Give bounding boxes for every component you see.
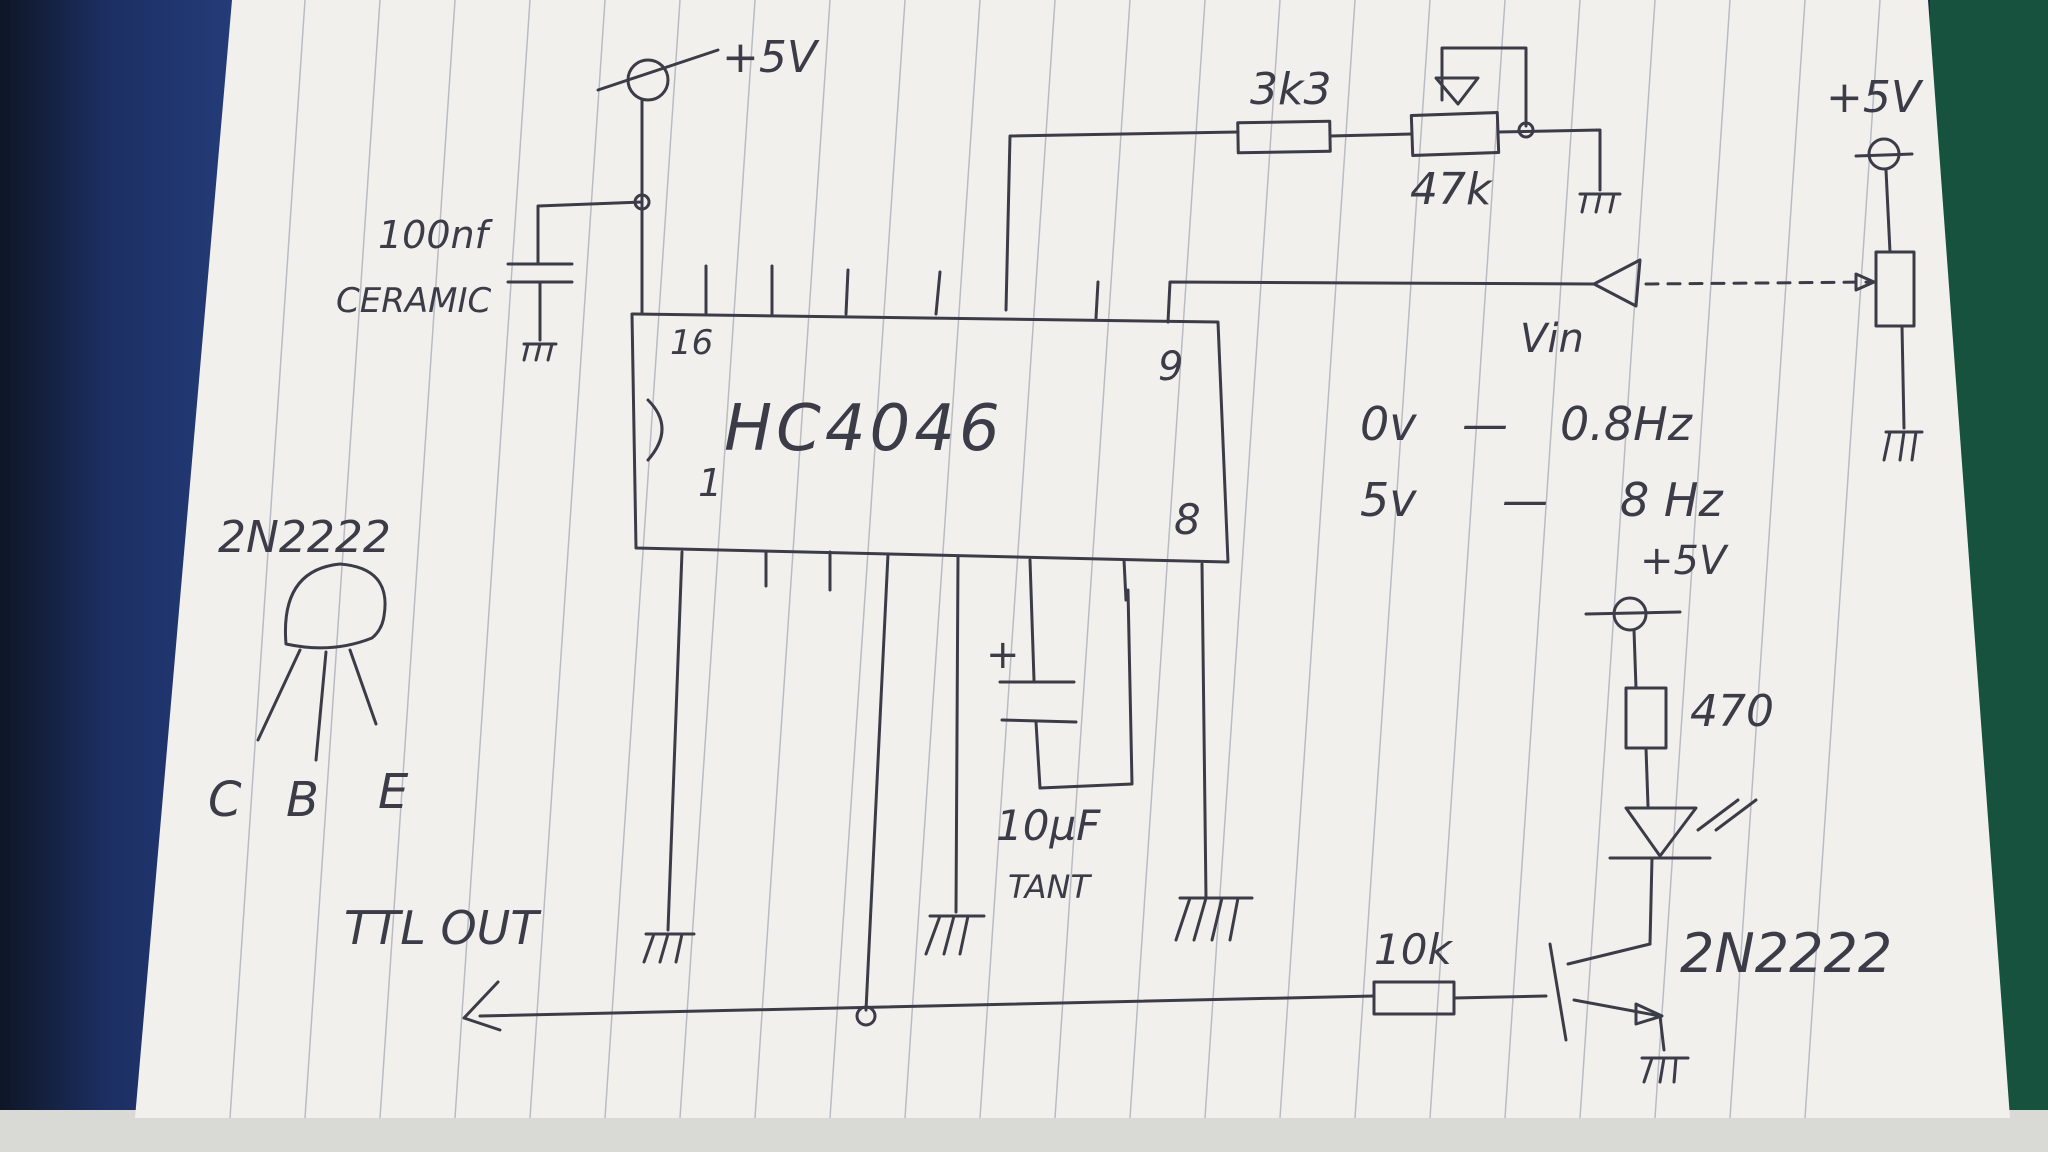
- ground-symbol-transistor: [1640, 1056, 1690, 1084]
- wire-pin1-ground: [666, 550, 684, 932]
- vcc-right-label: +5V: [1826, 72, 1924, 123]
- resistor-470-label: 470: [1690, 686, 1774, 737]
- transistor-package: [283, 562, 387, 650]
- ttl-out-wire: [478, 994, 1376, 1018]
- wire-pin-ground: [954, 554, 960, 914]
- ground-symbol-pin8: [1174, 896, 1254, 942]
- vin-row2-voltage: 5v: [1360, 473, 1417, 527]
- transistor-pin-b: B: [286, 772, 319, 828]
- vin-row1-dash: —: [1462, 397, 1508, 451]
- chip-pin1-label: 1: [698, 461, 722, 505]
- ttl-out-label: TTL OUT: [344, 901, 542, 955]
- output-transistor: [1548, 942, 1666, 1052]
- ground-symbol-pin1: [642, 932, 696, 964]
- resistor-10k-label: 10k: [1374, 925, 1453, 974]
- vin-connector-arrow: [1592, 258, 1642, 308]
- wire-pin8-ground: [1200, 562, 1208, 900]
- decoupling-capacitor: [506, 200, 644, 342]
- vin-row2-frequency: 8 Hz: [1620, 473, 1723, 527]
- tant-plus-label: +: [986, 632, 1020, 678]
- vin-label: Vin: [1520, 316, 1584, 362]
- vin-wire: [1166, 280, 1596, 324]
- ground-symbol-right: [1882, 430, 1924, 462]
- transistor-part-label: 2N2222: [218, 512, 391, 563]
- vcc-led-label: +5V: [1640, 538, 1729, 584]
- chip-pin8-label: 8: [1174, 495, 1201, 544]
- ruled-lines: [229, 0, 1881, 1119]
- transistor-pin-c: C: [208, 772, 242, 828]
- pot-wiper-arrow: [1434, 76, 1480, 106]
- chip-body: [630, 312, 1230, 564]
- ground-symbol-mid: [924, 914, 986, 956]
- pot-47k-label: 47k: [1410, 164, 1493, 215]
- tantalum-capacitor: [998, 558, 1134, 790]
- chip-notch: [646, 398, 664, 462]
- decoupling-value-label: 100nf: [378, 213, 494, 257]
- vin-row1-frequency: 0.8Hz: [1560, 397, 1693, 451]
- chip-pin9-label: 9: [1158, 344, 1183, 390]
- chip-pin16-label: 16: [670, 323, 713, 363]
- vin-row2-dash: —: [1502, 473, 1548, 527]
- vin-potentiometer: [1874, 250, 1916, 328]
- ground-symbol-pot: [1578, 192, 1622, 214]
- chip-bottom-pins: [764, 550, 1128, 602]
- vin-row1-voltage: 0v: [1360, 397, 1417, 451]
- ground-symbol-cap: [522, 342, 558, 362]
- timing-wire: [1004, 130, 1240, 312]
- wire-output-pin: [864, 552, 890, 1012]
- ttl-out-arrow: [462, 980, 502, 1032]
- chip-top-pins: [704, 264, 1100, 320]
- led-diode: [1608, 798, 1758, 860]
- tant-value-label: 10µF: [996, 801, 1101, 850]
- chip-name-label: HC4046: [724, 392, 1004, 466]
- decoupling-type-label: CERAMIC: [336, 281, 491, 321]
- output-transistor-label: 2N2222: [1680, 922, 1892, 985]
- tant-type-label: TANT: [1008, 868, 1092, 906]
- resistor-3k3-label: 3k3: [1250, 64, 1331, 115]
- vcc-top-label: +5V: [722, 32, 820, 83]
- transistor-pin-e: E: [378, 764, 409, 820]
